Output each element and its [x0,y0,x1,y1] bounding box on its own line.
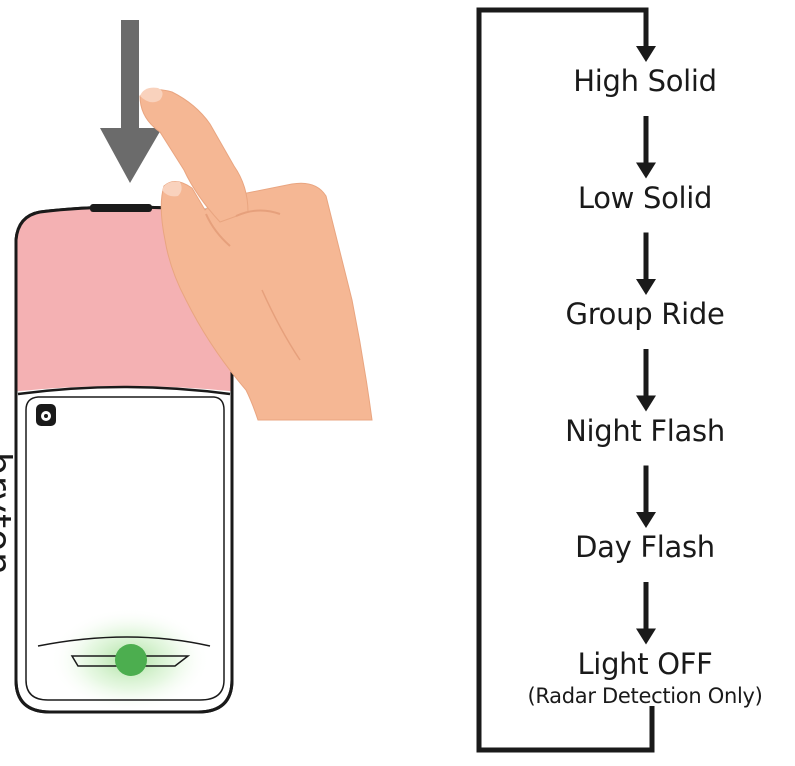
finger-hand-illustration [139,87,373,421]
mode-label: Light OFF [577,646,713,681]
mode-label: High Solid [573,64,717,98]
power-button[interactable] [90,204,152,212]
press-down-arrow-icon [100,20,162,183]
mode-label: Low Solid [577,180,713,215]
mode-label: Day Flash [575,530,715,564]
mode-label: Group Ride [565,297,725,331]
brand-label: bryton [0,452,18,576]
bryton-logo-icon [36,404,56,426]
mode-label: Night Flash [565,413,725,448]
down-arrow-icon [636,465,656,528]
down-arrow-icon [636,116,656,179]
mode-arrows [636,44,656,645]
led-indicator [115,644,147,676]
down-arrow-icon [636,232,656,295]
loop-entry-arrow-icon [636,44,656,62]
cycle-loop [476,7,655,753]
down-arrow-icon [636,349,656,412]
mode-note: (Radar Detection Only) [527,683,763,708]
device-seam-line [17,385,231,396]
down-arrow-icon [636,582,656,645]
